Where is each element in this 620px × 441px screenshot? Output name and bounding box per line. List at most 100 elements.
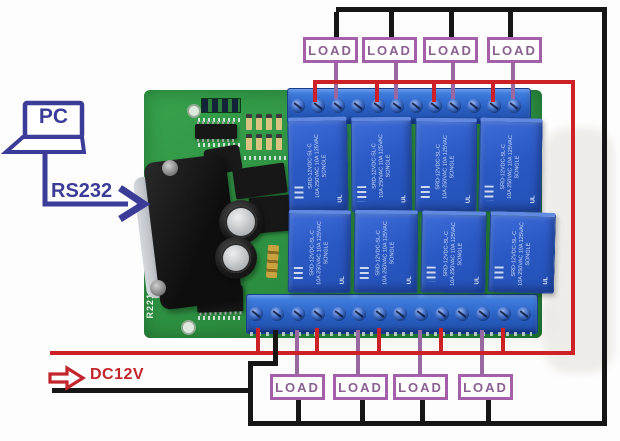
relay-ul-mark: UL	[337, 194, 344, 203]
wire-red-top-drop-1	[313, 84, 317, 102]
screw-terminal	[487, 99, 501, 113]
wire-red-bottom-riser-3	[377, 328, 381, 351]
load-label: LOAD	[398, 379, 443, 395]
diode	[246, 134, 252, 150]
screw-terminal	[455, 307, 469, 321]
dc12v-label: DC12V	[90, 366, 145, 383]
diode	[276, 114, 282, 130]
db9-screw-post	[162, 160, 178, 176]
relay-ul-mark: UL	[406, 276, 413, 285]
screw-terminal	[507, 99, 521, 113]
relay-brand-text: SONGLE	[322, 241, 330, 265]
relay-ul-mark: UL	[530, 195, 537, 204]
relay-logo-stripes	[293, 266, 303, 282]
terminal-block-bottom	[246, 294, 538, 334]
screw-terminal	[351, 99, 365, 113]
load-label: LOAD	[308, 42, 353, 58]
mount-hole-top	[187, 104, 201, 118]
wire-black-gnd-jog	[248, 361, 278, 366]
wire-black-dc12v-line	[52, 388, 253, 393]
screw-terminal	[291, 307, 305, 321]
pc-icon	[0, 100, 151, 222]
load-label: LOAD	[367, 42, 412, 58]
diode	[256, 114, 262, 130]
relay-rating-text: 10A 250VAC 10A 125VAC	[449, 221, 457, 286]
screw-terminal	[428, 99, 442, 113]
wire-black-left-vertical	[248, 361, 253, 426]
relay-brand-text: SONGLE	[449, 155, 456, 179]
db9-screw-post	[150, 280, 166, 296]
screw-terminal	[331, 99, 345, 113]
wire-black-gnd-drop	[273, 330, 278, 366]
wire-black-top-bus	[336, 7, 607, 12]
wire-red-bottom-bus	[50, 351, 575, 355]
wire-red-bottom-riser-1	[256, 328, 260, 351]
inductor	[265, 244, 280, 279]
wire-black-bottom-bus	[248, 421, 607, 426]
load-box-bottom-4: LOAD	[458, 374, 513, 400]
wire-red-bottom-riser-2	[315, 328, 319, 351]
load-box-top-2: LOAD	[362, 37, 417, 63]
relay-ul-mark: UL	[474, 276, 481, 285]
screw-terminal	[476, 307, 490, 321]
wire-black-top-stub-4	[508, 12, 513, 39]
diode	[256, 134, 262, 150]
diode	[276, 134, 282, 150]
wire-black-top-stub-1	[334, 12, 339, 39]
wire-black-bottom-stub-2	[360, 398, 365, 421]
load-box-top-1: LOAD	[303, 37, 358, 63]
mount-hole-bottom	[181, 320, 196, 335]
screw-terminal	[352, 307, 366, 321]
terminal-silkscreen	[250, 332, 532, 336]
relay-logo-stripes	[294, 186, 304, 202]
relay-rating-text: 10A 250VAC 10A 125VAC	[315, 221, 323, 285]
screw-terminal	[467, 99, 481, 113]
wire-black-bottom-stub-3	[420, 398, 425, 421]
wire-red-top-bus	[313, 80, 575, 84]
diode	[246, 114, 252, 130]
screw-terminal	[517, 307, 531, 321]
relay-logo-stripes	[426, 266, 436, 282]
screw-terminal	[497, 307, 511, 321]
wire-black-top-stub-3	[449, 12, 454, 39]
load-label: LOAD	[338, 379, 383, 395]
relay-logo-stripes	[359, 266, 369, 282]
load-label: LOAD	[275, 379, 320, 395]
screw-terminal	[390, 99, 404, 113]
screw-terminal	[447, 99, 461, 113]
screw-terminal	[311, 99, 325, 113]
diode	[266, 114, 272, 130]
screw-terminal	[371, 99, 385, 113]
load-box-top-4: LOAD	[487, 37, 542, 63]
pc-label: PC	[38, 105, 69, 128]
screw-terminal	[373, 307, 387, 321]
dc12v-arrow-icon	[48, 365, 87, 391]
relay-ul-mark: UL	[339, 276, 346, 285]
wire-red-top-drop-3	[432, 84, 436, 102]
ic-chip	[195, 121, 237, 142]
relay-brand-text: SONGLE	[389, 241, 396, 265]
relay-rating-text: 10A 250VAC 10A 125VAC	[377, 134, 385, 198]
screw-terminal	[409, 99, 423, 113]
relay-ul-mark: UL	[401, 194, 408, 203]
wire-black-top-stub-2	[389, 12, 394, 39]
load-box-top-3: LOAD	[423, 37, 478, 63]
relay-ul-mark: UL	[543, 276, 550, 285]
capacitor	[215, 237, 257, 279]
relay-brand-text: SONGLE	[321, 154, 328, 178]
screw-terminal	[414, 307, 428, 321]
screw-terminal	[332, 307, 346, 321]
relay-ul-mark: UL	[465, 195, 472, 204]
relay-logo-stripes	[420, 185, 430, 201]
wire-black-right-vertical	[602, 7, 607, 426]
relay-model-text: SRD-12VDC-SL-C	[370, 143, 378, 189]
